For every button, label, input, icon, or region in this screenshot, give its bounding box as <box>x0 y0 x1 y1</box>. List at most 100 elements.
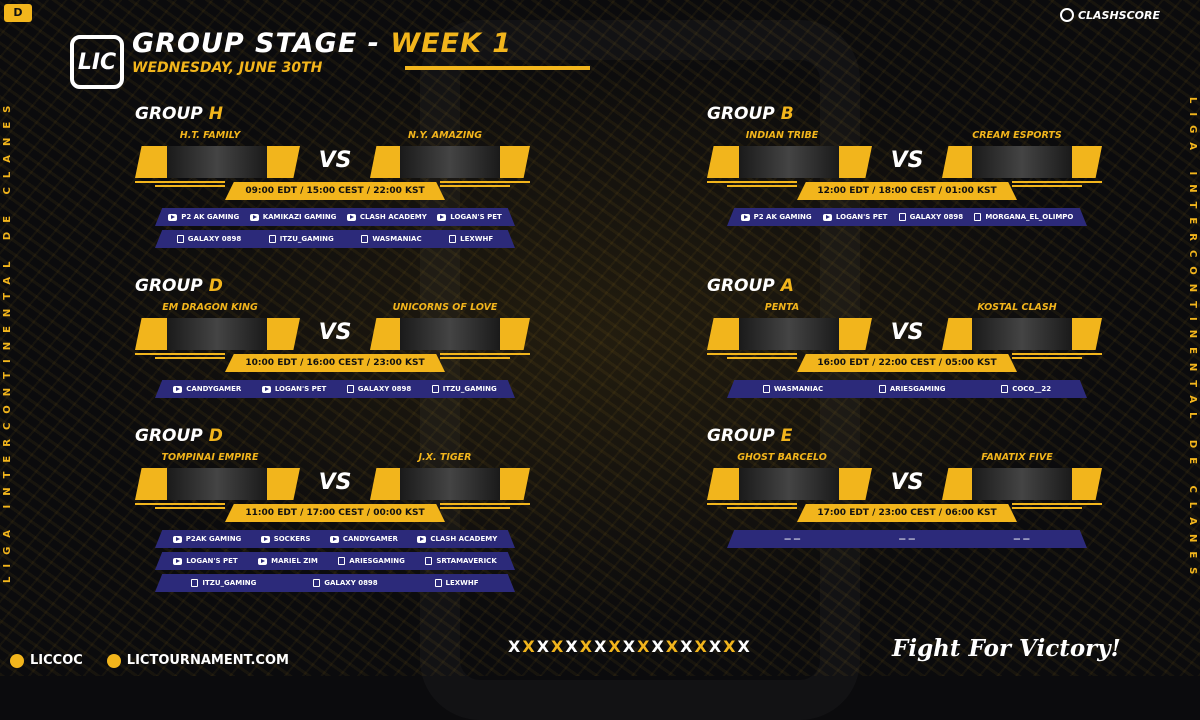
website-url: LICTOURNAMENT.COM <box>126 653 289 668</box>
stream-channel-name: LOGAN'S PET <box>450 213 502 221</box>
decorative-lines <box>707 351 1102 359</box>
stream-channel[interactable]: SOCKERS <box>260 535 311 543</box>
decorative-lines <box>135 351 530 359</box>
twitch-icon <box>268 235 276 243</box>
stream-channel[interactable]: P2 AK GAMING <box>740 213 812 221</box>
stream-channel[interactable]: LOGAN'S PET <box>173 557 238 565</box>
stream-channel-name: ITZU_GAMING <box>442 385 497 393</box>
slogan: Fight For Victory! <box>892 635 1121 662</box>
twitter-link[interactable]: LICCOC <box>10 653 83 668</box>
team-names: H.T. FAMILY N.Y. AMAZING <box>135 130 535 144</box>
page-title: GROUP STAGE - WEEK 1 <box>132 28 512 59</box>
stream-channel[interactable]: COCO__22 <box>1001 385 1051 393</box>
x-mark: X <box>651 637 666 656</box>
team-b-logo <box>400 146 500 178</box>
group-card: GROUP B INDIAN TRIBE CREAM ESPORTS VS 12… <box>707 104 1107 226</box>
stream-channel[interactable]: LOGAN'S PET <box>261 385 326 393</box>
group-card: GROUP D EM DRAGON KING UNICORNS OF LOVE … <box>135 276 535 398</box>
youtube-icon <box>173 557 183 565</box>
stream-channel-name: ARIESGAMING <box>349 557 405 565</box>
stream-channel[interactable]: ITZU_GAMING <box>431 385 497 393</box>
stream-channel[interactable]: ARIESGAMING <box>878 385 945 393</box>
x-marks-row: XXXXXXXXXXXXXXXXX <box>508 637 752 656</box>
x-mark: X <box>608 637 623 656</box>
stream-channel[interactable]: SRTAMAVERICK <box>425 557 497 565</box>
team-a-logo <box>739 146 839 178</box>
stream-channel[interactable]: WASMANIAC <box>762 385 823 393</box>
stream-channel[interactable]: MORGANA_EL_OLIMPO <box>974 213 1073 221</box>
matchup-banner: VS <box>707 146 1107 187</box>
stream-channel[interactable]: CLASH ACADEMY <box>417 535 497 543</box>
stream-channel[interactable]: LEXWHF <box>434 579 479 587</box>
stream-list-row: P2AK GAMING SOCKERS CANDYGAMER CLASH ACADEM… <box>155 530 515 548</box>
matchup-banner: VS <box>707 318 1107 359</box>
stream-channel-name: COCO__22 <box>1012 385 1052 393</box>
stream-channel[interactable]: GALAXY 0898 <box>346 385 411 393</box>
website-link[interactable]: LICTOURNAMENT.COM <box>106 653 289 668</box>
page-subtitle: WEDNESDAY, JUNE 30TH <box>132 60 323 76</box>
group-label: GROUP H <box>135 104 535 126</box>
stream-channel[interactable]: WASMANIAC <box>361 235 422 243</box>
stream-channel[interactable]: GALAXY 0898 <box>176 235 242 243</box>
side-banner-left: LIGA INTERCONTINENTAL DE CLANES <box>2 96 13 584</box>
twitter-icon <box>10 653 24 668</box>
stream-channel[interactable]: GALAXY 0898 <box>313 579 378 587</box>
title-week: WEEK 1 <box>390 28 513 59</box>
stream-channel[interactable]: KAMIKAZI GAMING <box>249 213 336 221</box>
vs-label: VS <box>890 148 924 173</box>
stream-channel[interactable]: ITZU_GAMING <box>268 235 334 243</box>
stream-channel[interactable]: — — <box>899 535 915 543</box>
team-a-logo <box>739 318 839 350</box>
team-b-logo <box>400 468 500 500</box>
stream-channel[interactable]: LOGAN'S PET <box>822 213 887 221</box>
stream-channel[interactable]: CANDYGAMER <box>173 385 241 393</box>
vs-label: VS <box>890 470 924 495</box>
youtube-icon <box>260 535 270 543</box>
stream-channel[interactable]: MARIEL ZIM <box>258 557 318 565</box>
twitter-handle: LICCOC <box>30 653 83 668</box>
twitch-icon <box>431 385 439 393</box>
vs-label: VS <box>890 320 924 345</box>
stream-channel[interactable]: LEXWHF <box>449 235 493 243</box>
match-time: 16:00 EDT / 22:00 CEST / 05:00 KST <box>797 354 1017 372</box>
stream-channel[interactable]: GALAXY 0898 <box>898 213 963 221</box>
twitch-icon <box>338 557 346 565</box>
stream-channel[interactable]: CLASH ACADEMY <box>346 213 427 221</box>
stream-channel-name: LOGAN'S PET <box>186 557 238 565</box>
team-a-name: H.T. FAMILY <box>179 130 241 141</box>
vs-label: VS <box>318 148 352 173</box>
group-letter: H <box>208 104 223 124</box>
group-letter: B <box>780 104 794 124</box>
twitch-icon <box>1001 385 1009 393</box>
stream-channel[interactable]: P2AK GAMING <box>172 535 242 543</box>
decorative-lines <box>135 501 530 509</box>
stream-channel[interactable]: CANDYGAMER <box>329 535 398 543</box>
matchup-banner: VS <box>135 146 535 187</box>
twitch-icon <box>191 579 199 587</box>
stream-channel[interactable]: — — <box>1013 535 1029 543</box>
stream-channel-name: CANDYGAMER <box>186 385 242 393</box>
team-a-name: INDIAN TRIBE <box>745 130 819 141</box>
stream-channel[interactable]: LOGAN'S PET <box>437 213 502 221</box>
stream-channel[interactable]: ARIESGAMING <box>338 557 405 565</box>
stream-channel-name: SOCKERS <box>273 535 311 543</box>
matchup-banner: VS <box>135 318 535 359</box>
group-label: GROUP E <box>707 426 1107 448</box>
x-mark: X <box>665 637 681 656</box>
stream-channel-name: — — <box>1013 535 1030 543</box>
decorative-lines <box>135 179 530 187</box>
stream-channel[interactable]: — — <box>784 535 800 543</box>
twitch-icon <box>449 235 457 243</box>
match-time: 12:00 EDT / 18:00 CEST / 01:00 KST <box>797 182 1017 200</box>
x-mark: X <box>522 637 537 656</box>
stream-channel-name: CLASH ACADEMY <box>359 213 427 221</box>
stream-channel-name: P2AK GAMING <box>185 535 242 543</box>
stream-channel-name: GALAXY 0898 <box>187 235 242 243</box>
stream-channel-name: ITZU_GAMING <box>279 235 334 243</box>
stream-channel[interactable]: P2 AK GAMING <box>168 213 239 221</box>
globe-icon <box>106 653 121 668</box>
team-b-name: CREAM ESPORTS <box>972 130 1062 141</box>
youtube-icon <box>329 535 339 543</box>
stream-channel[interactable]: ITZU_GAMING <box>191 579 256 587</box>
team-names: GHOST BARCELO FANATIX FIVE <box>707 452 1107 466</box>
